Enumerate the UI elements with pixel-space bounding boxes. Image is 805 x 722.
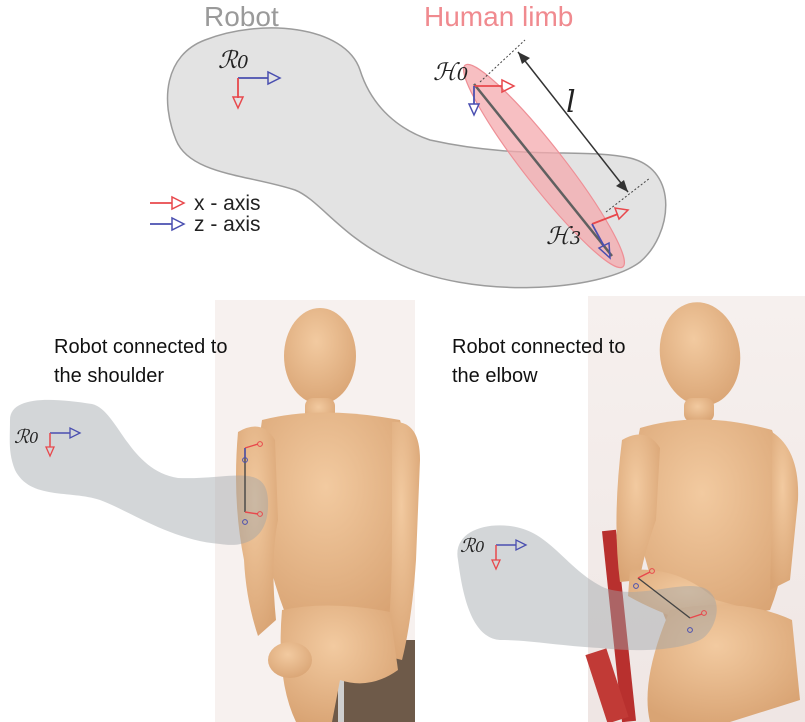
right-hand-left <box>268 642 312 678</box>
shoulder-robot-frame-label: ℛ0 <box>14 426 39 448</box>
robot-title: Robot <box>204 1 279 32</box>
legend-x-axis-label: x - axis <box>194 192 261 215</box>
top-schematic: l ℛ0 ℋ0 ℋ3 x <box>150 1 666 288</box>
elbow-caption-line-2: the elbow <box>452 365 538 387</box>
legend-item-z-axis: z - axis <box>150 213 261 236</box>
shoulder-caption-line-2: the shoulder <box>54 365 164 387</box>
head-left <box>284 308 356 404</box>
axis-legend: x - axis z - axis <box>150 192 261 236</box>
human-limb-title: Human limb <box>424 1 573 32</box>
length-arrowhead-top <box>518 52 530 64</box>
elbow-panel: ℛ0 Robot connected to the elbow <box>452 296 805 722</box>
length-dim-extension-top <box>480 40 525 82</box>
shoulder-caption-line-1: Robot connected to <box>54 336 227 358</box>
length-label: l <box>566 85 576 120</box>
elbow-caption-line-1: Robot connected to <box>452 336 625 358</box>
h0-frame-label: ℋ0 <box>433 58 468 86</box>
neck-right <box>684 398 714 422</box>
elbow-robot-frame-label: ℛ0 <box>460 535 485 557</box>
torso-left <box>255 413 412 626</box>
legend-z-axis-label: z - axis <box>194 213 261 236</box>
legend-item-x-axis: x - axis <box>150 192 261 215</box>
shoulder-panel: ℛ0 Robot connected to the shoulder <box>10 300 420 722</box>
